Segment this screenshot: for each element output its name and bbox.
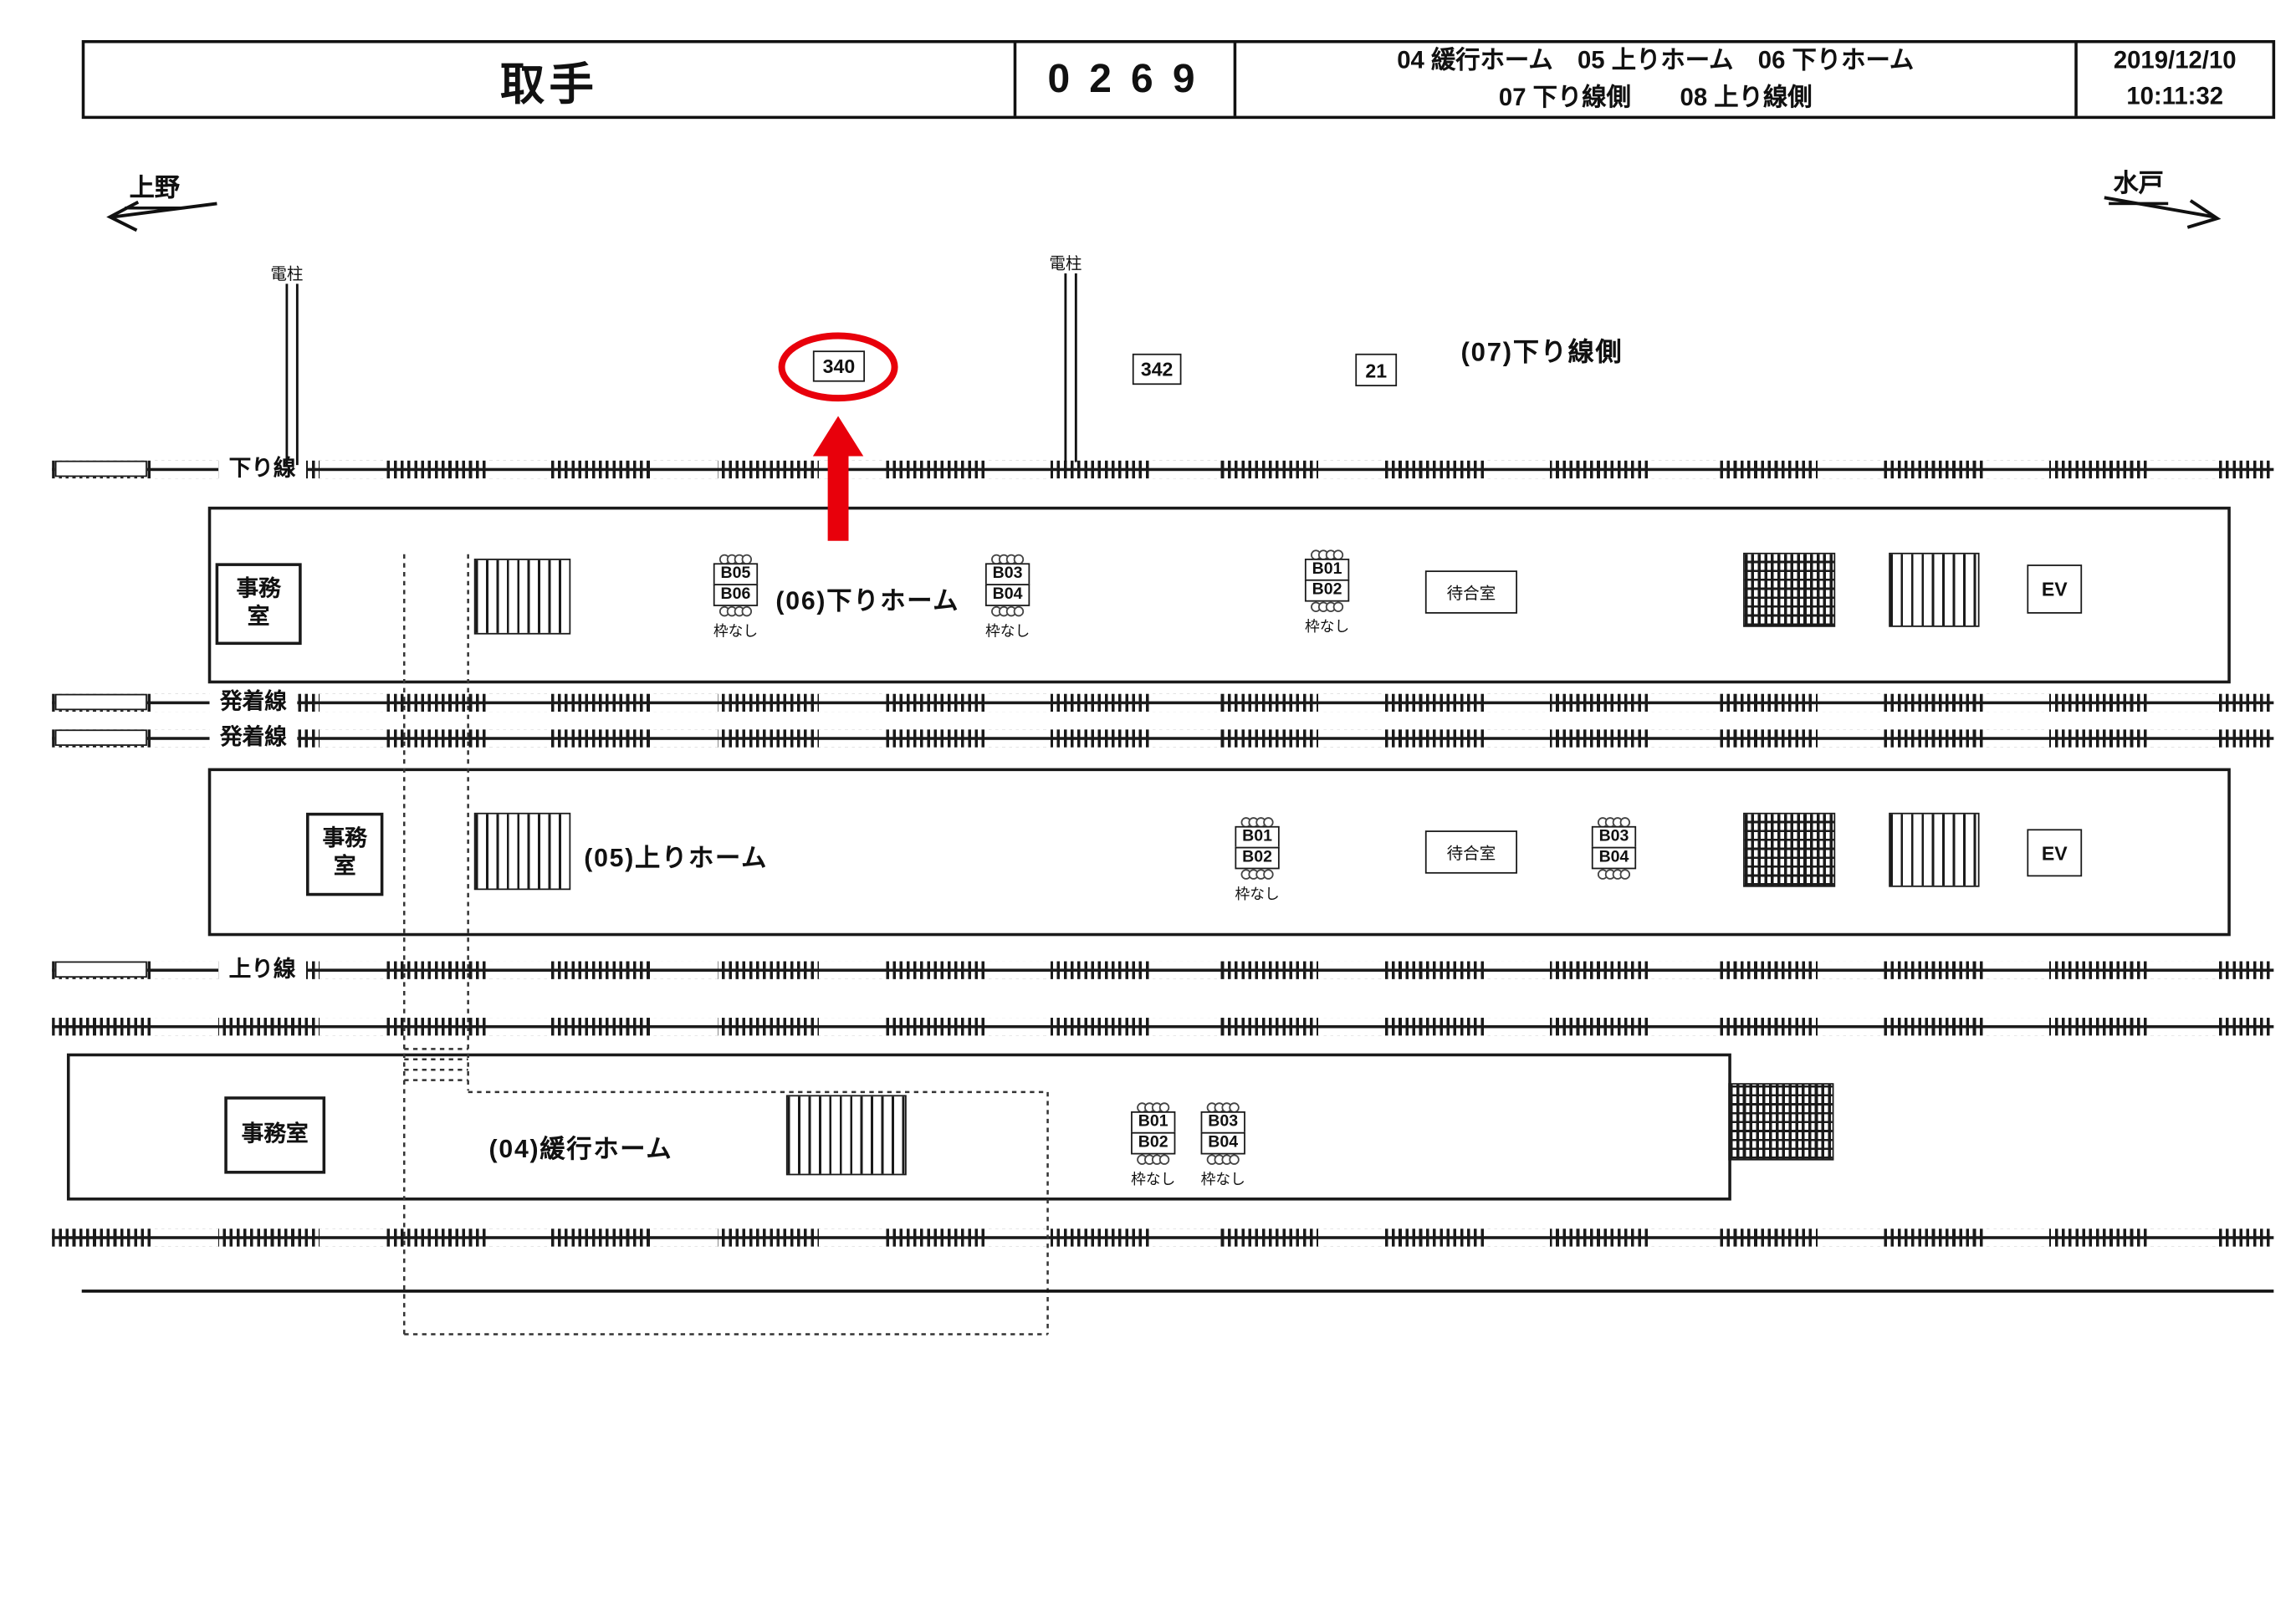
track-label-down: 下り線 bbox=[218, 454, 307, 483]
board-cell: B05 bbox=[713, 563, 759, 586]
escalator-icon bbox=[1743, 812, 1836, 887]
board-dots bbox=[1206, 1154, 1240, 1165]
track-departure-line-1: 発着線 bbox=[52, 687, 2274, 717]
office-p05-line2: 室 bbox=[333, 854, 356, 880]
board-cell: B03 bbox=[1591, 825, 1637, 849]
utility-pole-label-2: 電柱 bbox=[1049, 255, 1082, 273]
board-cell: B04 bbox=[1200, 1131, 1245, 1155]
header-bar: 取手 0269 04 緩行ホーム 05 上りホーム 06 下りホーム 07 下り… bbox=[81, 39, 2276, 120]
board-caption: 枠なし bbox=[1200, 1172, 1245, 1189]
track-unlabeled-1 bbox=[52, 1018, 2274, 1036]
board-dots bbox=[991, 605, 1025, 617]
direction-right-label: 水戸 bbox=[2109, 162, 2169, 206]
direction-left-label: 上野 bbox=[125, 166, 185, 210]
board-cell: B01 bbox=[1131, 1111, 1176, 1134]
elevator-box-p06: EV bbox=[2027, 564, 2083, 614]
stairs-icon bbox=[785, 1095, 907, 1176]
sign-board-b03-b04[interactable]: B03 B04 bbox=[1588, 817, 1639, 881]
platform-04-title: (04)緩行ホーム bbox=[488, 1135, 673, 1164]
board-dots bbox=[1137, 1102, 1170, 1113]
escalator-icon bbox=[1743, 552, 1836, 627]
board-cell: B03 bbox=[984, 563, 1030, 586]
board-cell: B02 bbox=[1131, 1131, 1176, 1155]
board-dots bbox=[1597, 869, 1631, 880]
office-p06-line1: 事務 bbox=[236, 575, 281, 602]
stairs-icon bbox=[1889, 812, 1980, 887]
stairs-icon bbox=[473, 812, 571, 891]
board-caption: 枠なし bbox=[984, 624, 1030, 641]
stairs-icon bbox=[473, 559, 571, 635]
track-end-box bbox=[54, 460, 147, 477]
utility-pole-lines-1 bbox=[285, 283, 299, 466]
sign-board-b03-b04[interactable]: B03 B04 枠なし bbox=[982, 554, 1032, 641]
track-label-dep1: 発着線 bbox=[209, 687, 298, 717]
office-box-p05: 事務 室 bbox=[306, 812, 384, 896]
platform-05: 事務 室 (05)上りホーム B01 B02 枠なし 待合室 B03 B04 E… bbox=[207, 768, 2231, 937]
board-dots bbox=[1240, 817, 1274, 828]
track-end-box bbox=[54, 961, 147, 978]
sign-342[interactable]: 342 bbox=[1132, 353, 1182, 386]
platform-04: 事務室 (04)緩行ホーム B01 B02 枠なし B03 B04 枠なし bbox=[66, 1053, 1834, 1201]
date-label: 2019/12/10 bbox=[2113, 48, 2237, 75]
board-caption: 枠なし bbox=[1131, 1172, 1176, 1189]
sign-board-b03-b04[interactable]: B03 B04 枠なし bbox=[1198, 1102, 1248, 1188]
board-cell: B03 bbox=[1200, 1111, 1245, 1134]
board-cell: B02 bbox=[1304, 579, 1350, 602]
board-dots bbox=[1240, 869, 1274, 880]
station-code: 0269 bbox=[1013, 43, 1234, 116]
stairs-icon bbox=[1889, 552, 1980, 627]
sign-board-b01-b02[interactable]: B01 B02 枠なし bbox=[1128, 1102, 1179, 1188]
platform-legend-line2: 07 下り線側 08 上り線側 bbox=[1498, 84, 1813, 111]
platform-legend-line1: 04 緩行ホーム 05 上りホーム 06 下りホーム bbox=[1397, 47, 1915, 74]
track-end-box bbox=[54, 693, 147, 711]
track-end-box bbox=[54, 729, 147, 746]
board-caption: 枠なし bbox=[713, 624, 759, 641]
datetime: 2019/12/10 10:11:32 bbox=[2074, 43, 2272, 116]
office-p06-line2: 室 bbox=[247, 604, 270, 630]
track-down-line: 下り線 bbox=[52, 454, 2274, 483]
office-p05-line1: 事務 bbox=[322, 826, 367, 852]
board-cell: B06 bbox=[713, 584, 759, 606]
platform-06-title: (06)下りホーム bbox=[775, 586, 960, 615]
utility-pole-lines-2 bbox=[1064, 273, 1077, 462]
track-departure-line-2: 発着線 bbox=[52, 723, 2274, 753]
sign-340-selected[interactable]: 340 bbox=[812, 350, 866, 382]
sign-board-b01-b02[interactable]: B01 B02 枠なし bbox=[1301, 549, 1352, 636]
track-unlabeled-2 bbox=[52, 1228, 2274, 1247]
platform-05-title: (05)上りホーム bbox=[584, 844, 769, 872]
office-box-p04: 事務室 bbox=[224, 1096, 326, 1174]
track-label-dep2: 発着線 bbox=[209, 723, 298, 753]
down-line-side-label: (07)下り線側 bbox=[1460, 337, 1624, 367]
board-dots bbox=[718, 605, 753, 617]
board-dots bbox=[1311, 601, 1344, 613]
board-cell: B02 bbox=[1235, 846, 1280, 870]
board-cell: B04 bbox=[1591, 846, 1637, 870]
sign-board-b05-b06[interactable]: B05 B06 枠なし bbox=[710, 554, 760, 641]
board-cell: B04 bbox=[984, 584, 1030, 606]
waiting-room-p06: 待合室 bbox=[1424, 570, 1518, 614]
utility-pole-label-1: 電柱 bbox=[270, 266, 304, 284]
sign-board-b01-b02[interactable]: B01 B02 枠なし bbox=[1232, 817, 1282, 903]
platform-06: 事務 室 B05 B06 枠なし (06)下りホーム B03 B04 枠なし B… bbox=[207, 506, 2231, 684]
board-caption: 枠なし bbox=[1235, 886, 1280, 904]
station-name: 取手 bbox=[499, 59, 599, 110]
waiting-room-p05: 待合室 bbox=[1424, 830, 1518, 874]
track-up-line: 上り線 bbox=[52, 955, 2274, 984]
office-box-p06: 事務 室 bbox=[215, 563, 302, 646]
elevator-box-p05: EV bbox=[2027, 829, 2083, 877]
board-cell: B01 bbox=[1235, 825, 1280, 849]
platform-legend: 04 緩行ホーム 05 上りホーム 06 下りホーム 07 下り線側 08 上り… bbox=[1233, 43, 2075, 116]
sign-21[interactable]: 21 bbox=[1355, 353, 1398, 386]
escalator-icon bbox=[1728, 1083, 1834, 1161]
time-label: 10:11:32 bbox=[2126, 82, 2224, 110]
board-cell: B01 bbox=[1304, 559, 1350, 581]
board-caption: 枠なし bbox=[1304, 619, 1350, 636]
track-label-up: 上り線 bbox=[218, 955, 307, 984]
office-p04-label: 事務室 bbox=[241, 1121, 309, 1147]
board-dots bbox=[1137, 1154, 1170, 1165]
